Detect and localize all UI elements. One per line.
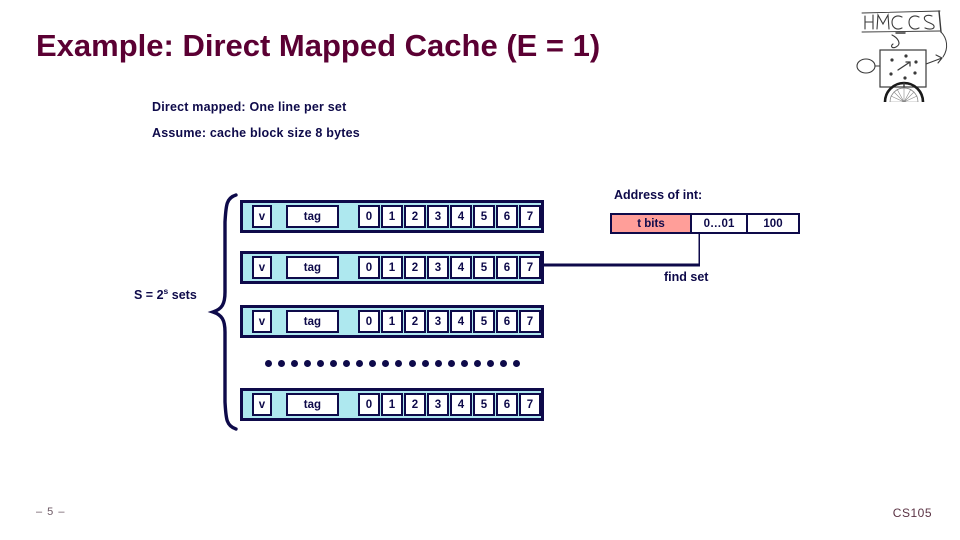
sets-ellipsis — [265, 358, 520, 368]
sets-label-exponent: s — [163, 286, 169, 296]
course-label: CS105 — [892, 506, 932, 520]
data-block-bytes: 0 1 2 3 4 5 6 7 — [358, 205, 541, 228]
byte-cell: 2 — [404, 310, 426, 333]
address-title: Address of int: — [614, 188, 703, 202]
ellipsis-dot — [486, 359, 494, 367]
valid-bit-cell: v — [252, 310, 272, 333]
ellipsis-dot — [330, 359, 338, 367]
data-block-bytes: 0 1 2 3 4 5 6 7 — [358, 393, 541, 416]
ellipsis-dot — [291, 359, 299, 367]
slide-page-number: – 5 – — [36, 506, 66, 518]
byte-cell: 1 — [381, 310, 403, 333]
byte-cell: 4 — [450, 205, 472, 228]
byte-cell: 6 — [496, 310, 518, 333]
sets-count-label: S = 2s sets — [134, 286, 197, 302]
valid-bit-cell: v — [252, 393, 272, 416]
byte-cell: 2 — [404, 393, 426, 416]
byte-cell: 4 — [450, 310, 472, 333]
find-set-connector — [540, 232, 700, 267]
byte-cell: 4 — [450, 393, 472, 416]
cache-line-row[interactable]: v tag 0 1 2 3 4 5 6 7 — [240, 388, 544, 421]
byte-cell: 3 — [427, 310, 449, 333]
byte-cell: 2 — [404, 256, 426, 279]
ellipsis-dot — [512, 359, 520, 367]
find-set-label: find set — [664, 270, 709, 284]
subtitle-line-2: Assume: cache block size 8 bytes — [152, 126, 360, 140]
byte-cell: 0 — [358, 256, 380, 279]
byte-cell: 1 — [381, 256, 403, 279]
ellipsis-dot — [395, 359, 403, 367]
data-block-bytes: 0 1 2 3 4 5 6 7 — [358, 256, 541, 279]
hmc-cs-logo-icon — [856, 10, 948, 102]
valid-bit-cell: v — [252, 256, 272, 279]
byte-cell: 6 — [496, 256, 518, 279]
byte-cell: 1 — [381, 393, 403, 416]
byte-cell: 7 — [519, 205, 541, 228]
ellipsis-dot — [473, 359, 481, 367]
ellipsis-dot — [447, 359, 455, 367]
subtitle-line-1: Direct mapped: One line per set — [152, 100, 347, 114]
byte-cell: 5 — [473, 205, 495, 228]
sets-brace-icon — [207, 193, 238, 431]
cache-line-row[interactable]: v tag 0 1 2 3 4 5 6 7 — [240, 251, 544, 284]
ellipsis-dot — [382, 359, 390, 367]
tag-cell: tag — [285, 205, 339, 228]
byte-cell: 4 — [450, 256, 472, 279]
byte-cell: 7 — [519, 256, 541, 279]
byte-cell: 5 — [473, 256, 495, 279]
valid-bit-cell: v — [252, 205, 272, 228]
ellipsis-dot — [408, 359, 416, 367]
cache-line-row[interactable]: v tag 0 1 2 3 4 5 6 7 — [240, 305, 544, 338]
byte-cell: 3 — [427, 256, 449, 279]
byte-cell: 0 — [358, 393, 380, 416]
byte-cell: 5 — [473, 393, 495, 416]
byte-cell: 2 — [404, 205, 426, 228]
page-title: Example: Direct Mapped Cache (E = 1) — [36, 28, 601, 63]
cache-line-row[interactable]: v tag 0 1 2 3 4 5 6 7 — [240, 200, 544, 233]
ellipsis-dot — [369, 359, 377, 367]
tag-cell: tag — [285, 393, 339, 416]
byte-cell: 0 — [358, 310, 380, 333]
data-block-bytes: 0 1 2 3 4 5 6 7 — [358, 310, 541, 333]
ellipsis-dot — [304, 359, 312, 367]
address-block-offset-field[interactable]: 100 — [746, 213, 800, 234]
byte-cell: 1 — [381, 205, 403, 228]
byte-cell: 0 — [358, 205, 380, 228]
ellipsis-dot — [278, 359, 286, 367]
byte-cell: 3 — [427, 205, 449, 228]
tag-cell: tag — [285, 256, 339, 279]
ellipsis-dot — [356, 359, 364, 367]
byte-cell: 5 — [473, 310, 495, 333]
ellipsis-dot — [343, 359, 351, 367]
byte-cell: 7 — [519, 393, 541, 416]
ellipsis-dot — [460, 359, 468, 367]
sets-label-base: S = 2 — [134, 288, 164, 303]
address-set-index-field[interactable]: 0…01 — [690, 213, 748, 234]
ellipsis-dot — [421, 359, 429, 367]
ellipsis-dot — [434, 359, 442, 367]
byte-cell: 7 — [519, 310, 541, 333]
address-bit-fields: t bits 0…01 100 — [610, 213, 800, 234]
sets-label-tail: sets — [168, 288, 197, 303]
tag-cell: tag — [285, 310, 339, 333]
byte-cell: 6 — [496, 205, 518, 228]
byte-cell: 3 — [427, 393, 449, 416]
ellipsis-dot — [265, 359, 272, 367]
ellipsis-dot — [317, 359, 325, 367]
address-tag-field[interactable]: t bits — [610, 213, 692, 234]
byte-cell: 6 — [496, 393, 518, 416]
ellipsis-dot — [499, 359, 507, 367]
